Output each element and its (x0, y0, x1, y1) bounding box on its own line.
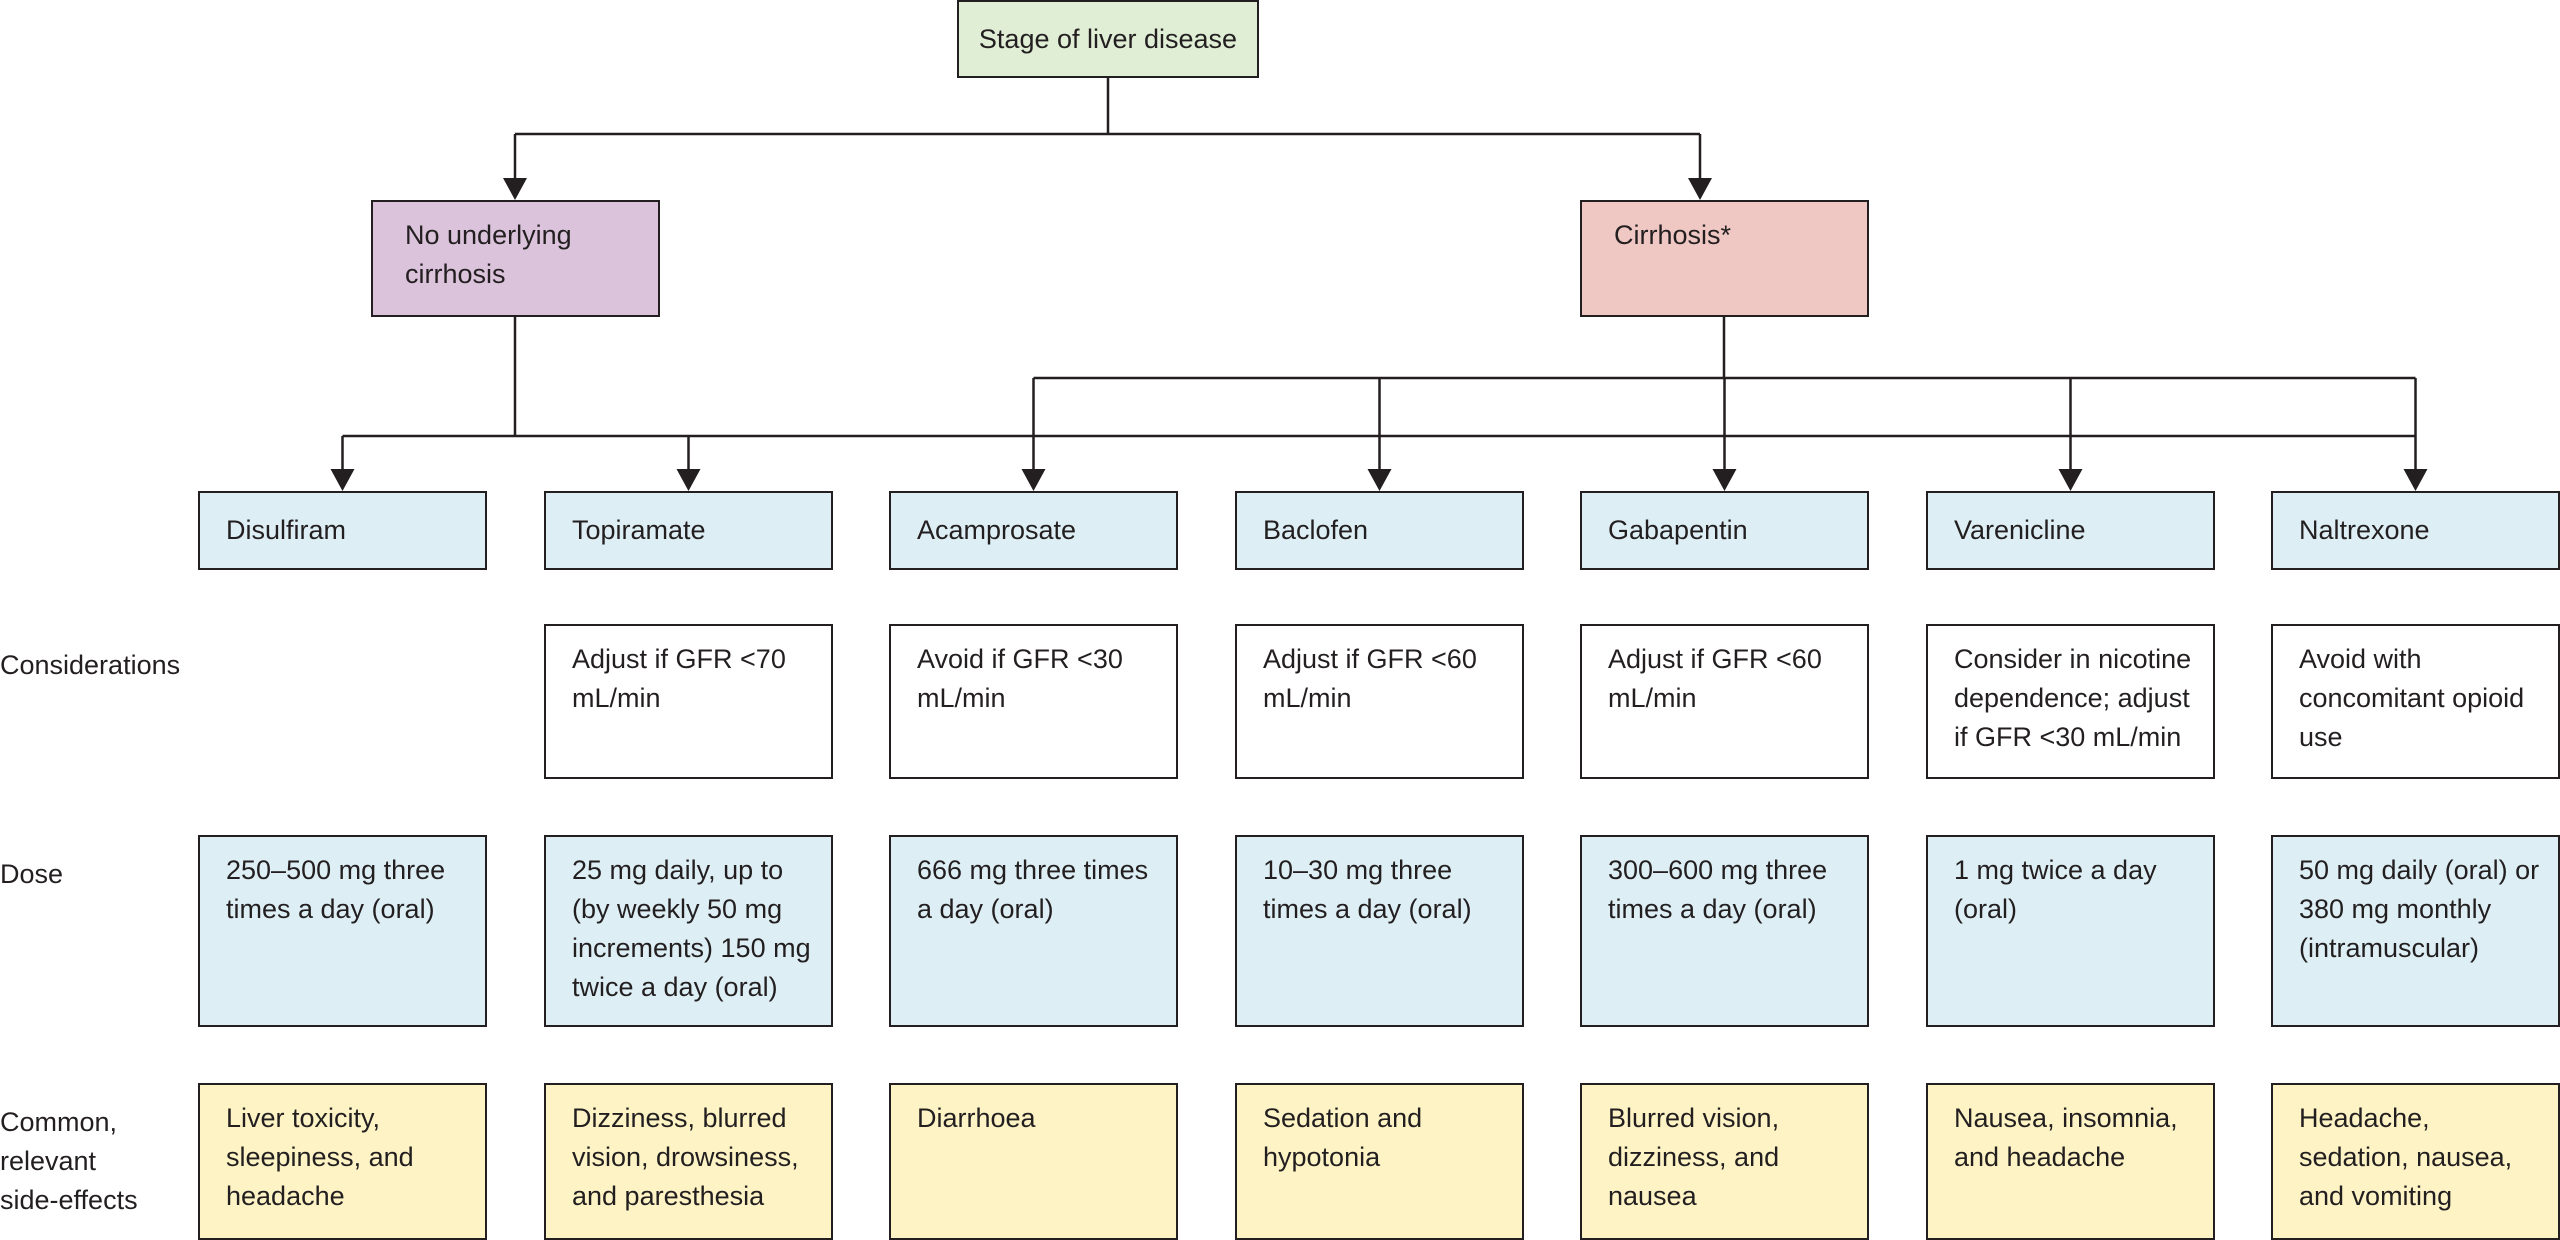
arrow-to-disulfiram-arrowhead (330, 469, 355, 491)
drug-topiramate-text: Topiramate (572, 515, 706, 545)
side-effects-varenicline-text: Nausea, insomnia, and headache (1954, 1103, 2178, 1172)
consideration-naltrexone-box: Avoid with concomitant opioid use (2271, 624, 2560, 779)
category-no-cirrhosis-label: No underlying cirrhosis (405, 220, 572, 289)
dose-varenicline-text: 1 mg twice a day (oral) (1954, 855, 2157, 924)
consideration-acamprosate-box: Avoid if GFR <30 mL/min (889, 624, 1178, 779)
arrow-to-acamprosate-arrowhead (1021, 469, 1046, 491)
dose-baclofen-text: 10–30 mg three times a day (oral) (1263, 855, 1472, 924)
dose-acamprosate-text: 666 mg three times a day (oral) (917, 855, 1149, 924)
dose-naltrexone-box: 50 mg daily (oral) or 380 mg monthly (in… (2271, 835, 2560, 1027)
consideration-varenicline-box: Consider in nicotine dependence; adjust … (1926, 624, 2215, 779)
side-effects-disulfiram-box: Liver toxicity, sleepiness, and headache (198, 1083, 487, 1240)
drug-acamprosate-text: Acamprosate (917, 515, 1077, 545)
row-label-side-effects: Common, relevant side-effects (0, 1107, 138, 1215)
consideration-acamprosate-text: Avoid if GFR <30 mL/min (917, 644, 1123, 713)
dose-gabapentin-box: 300–600 mg three times a day (oral) (1580, 835, 1869, 1027)
drug-gabapentin-text: Gabapentin (1608, 515, 1748, 545)
drug-disulfiram-box: Disulfiram (198, 491, 487, 570)
side-effects-disulfiram-text: Liver toxicity, sleepiness, and headache (226, 1103, 414, 1211)
consideration-topiramate-text: Adjust if GFR <70 mL/min (572, 644, 786, 713)
drug-baclofen-box: Baclofen (1235, 491, 1524, 570)
consideration-baclofen-text: Adjust if GFR <60 mL/min (1263, 644, 1477, 713)
dose-disulfiram-box: 250–500 mg three times a day (oral) (198, 835, 487, 1027)
dose-topiramate-box: 25 mg daily, up to (by weekly 50 mg incr… (544, 835, 833, 1027)
arrow-to-baclofen-arrowhead (1367, 469, 1392, 491)
row-label-considerations: Considerations (0, 650, 181, 680)
drug-gabapentin-box: Gabapentin (1580, 491, 1869, 570)
dose-varenicline-box: 1 mg twice a day (oral) (1926, 835, 2215, 1027)
root-stage-label: Stage of liver disease (978, 23, 1238, 54)
dose-baclofen-box: 10–30 mg three times a day (oral) (1235, 835, 1524, 1027)
side-effects-baclofen-text: Sedation and hypotonia (1263, 1103, 1423, 1172)
side-effects-topiramate-box: Dizziness, blurred vision, drowsiness, a… (544, 1083, 833, 1240)
dose-acamprosate-box: 666 mg three times a day (oral) (889, 835, 1178, 1027)
drug-disulfiram-text: Disulfiram (226, 515, 347, 545)
consideration-varenicline-text: Consider in nicotine dependence; adjust … (1954, 644, 2192, 752)
category-cirrhosis-box: Cirrhosis* (1580, 200, 1869, 317)
consideration-gabapentin-text: Adjust if GFR <60 mL/min (1608, 644, 1822, 713)
side-effects-naltrexone-box: Headache, sedation, nausea, and vomiting (2271, 1083, 2560, 1240)
arrow-to-cirrhosis-arrowhead (1688, 178, 1712, 200)
drug-naltrexone-box: Naltrexone (2271, 491, 2560, 570)
arrow-to-varenicline-arrowhead (2058, 469, 2083, 491)
arrow-to-naltrexone-arrowhead (2403, 469, 2428, 491)
root-stage-box: Stage of liver disease (957, 0, 1259, 78)
arrow-to-no-cirrhosis-arrowhead (503, 178, 527, 200)
drug-varenicline-text: Varenicline (1954, 515, 2086, 545)
drug-varenicline-box: Varenicline (1926, 491, 2215, 570)
side-effects-gabapentin-text: Blurred vision, dizziness, and nausea (1608, 1103, 1780, 1211)
consideration-baclofen-box: Adjust if GFR <60 mL/min (1235, 624, 1524, 779)
dose-gabapentin-text: 300–600 mg three times a day (oral) (1608, 855, 1828, 924)
category-no-cirrhosis-box: No underlying cirrhosis (371, 200, 660, 317)
side-effects-acamprosate-text: Diarrhoea (917, 1103, 1036, 1133)
row-label-dose: Dose (0, 859, 64, 889)
consideration-naltrexone-text: Avoid with concomitant opioid use (2299, 644, 2525, 752)
side-effects-gabapentin-box: Blurred vision, dizziness, and nausea (1580, 1083, 1869, 1240)
arrow-to-gabapentin-arrowhead (1712, 469, 1737, 491)
arrow-to-topiramate-arrowhead (676, 469, 701, 491)
dose-topiramate-text: 25 mg daily, up to (by weekly 50 mg incr… (572, 855, 811, 1002)
side-effects-topiramate-text: Dizziness, blurred vision, drowsiness, a… (572, 1103, 799, 1211)
consideration-topiramate-box: Adjust if GFR <70 mL/min (544, 624, 833, 779)
drug-naltrexone-text: Naltrexone (2299, 515, 2430, 545)
side-effects-acamprosate-box: Diarrhoea (889, 1083, 1178, 1240)
side-effects-baclofen-box: Sedation and hypotonia (1235, 1083, 1524, 1240)
dose-naltrexone-text: 50 mg daily (oral) or 380 mg monthly (in… (2299, 855, 2540, 963)
side-effects-naltrexone-text: Headache, sedation, nausea, and vomiting (2299, 1103, 2513, 1211)
consideration-gabapentin-box: Adjust if GFR <60 mL/min (1580, 624, 1869, 779)
drug-topiramate-box: Topiramate (544, 491, 833, 570)
drug-baclofen-text: Baclofen (1263, 515, 1369, 545)
drug-acamprosate-box: Acamprosate (889, 491, 1178, 570)
category-cirrhosis-label: Cirrhosis* (1614, 220, 1732, 250)
dose-disulfiram-text: 250–500 mg three times a day (oral) (226, 855, 446, 924)
side-effects-varenicline-box: Nausea, insomnia, and headache (1926, 1083, 2215, 1240)
